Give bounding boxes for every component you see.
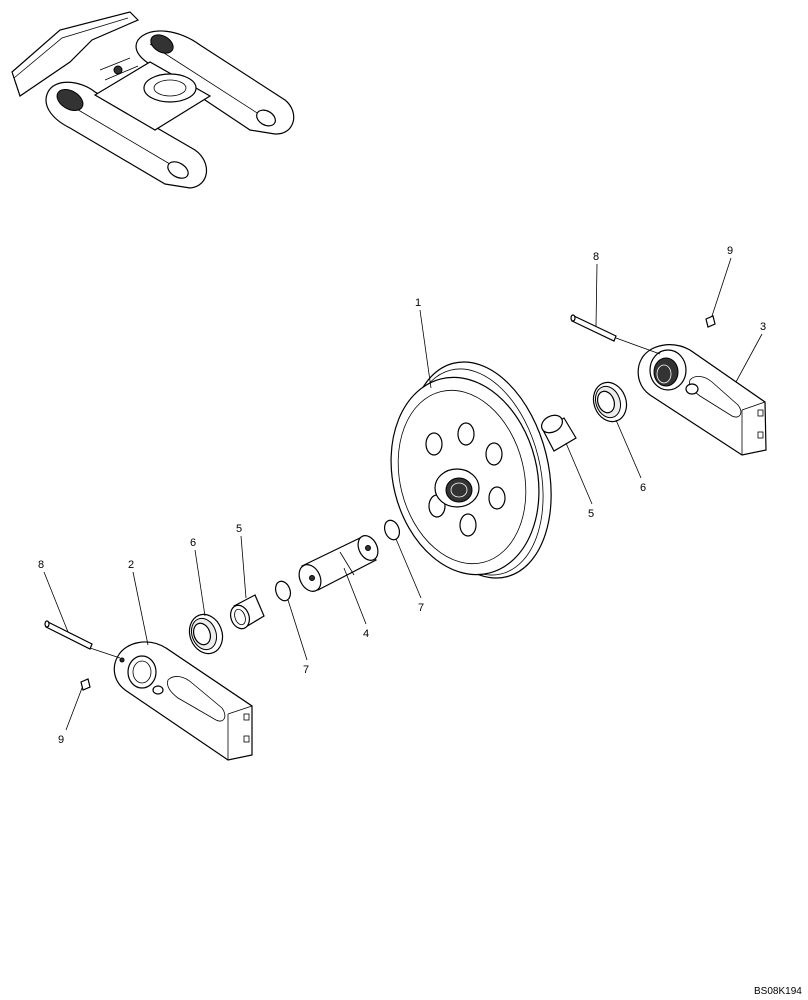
pin-left	[44, 620, 93, 650]
right-idler-arm	[637, 344, 767, 456]
set-screw-left	[80, 678, 91, 691]
callout-4: 4	[363, 628, 369, 640]
seal-left	[188, 613, 224, 655]
callout-2: 2	[128, 559, 134, 571]
callout-8-left: 8	[38, 559, 44, 571]
callout-6-right: 6	[640, 482, 646, 494]
callout-7-left: 7	[303, 664, 309, 676]
callout-9-left: 9	[58, 734, 64, 746]
callout-9-right: 9	[727, 245, 733, 257]
callout-5-left: 5	[236, 523, 242, 535]
seal-right	[592, 381, 628, 423]
o-ring-right	[383, 519, 401, 541]
callout-5-right: 5	[588, 508, 594, 520]
bushing-left	[229, 594, 265, 630]
idler-shaft	[298, 535, 379, 592]
leader-lines	[43, 257, 763, 731]
idler-wheel	[390, 361, 552, 579]
undercarriage-overview-illustration	[11, 11, 295, 189]
left-idler-arm	[113, 641, 253, 761]
callout-6-left: 6	[190, 537, 196, 549]
callout-3: 3	[760, 321, 766, 333]
pin-right	[570, 314, 617, 342]
callout-1: 1	[415, 297, 421, 309]
bushing-right	[540, 414, 577, 452]
callout-7-right: 7	[418, 602, 424, 614]
drawing-code: BS08K194	[754, 986, 802, 997]
set-screw-right	[705, 315, 716, 328]
callout-8-right: 8	[593, 251, 599, 263]
o-ring-left	[274, 580, 292, 602]
